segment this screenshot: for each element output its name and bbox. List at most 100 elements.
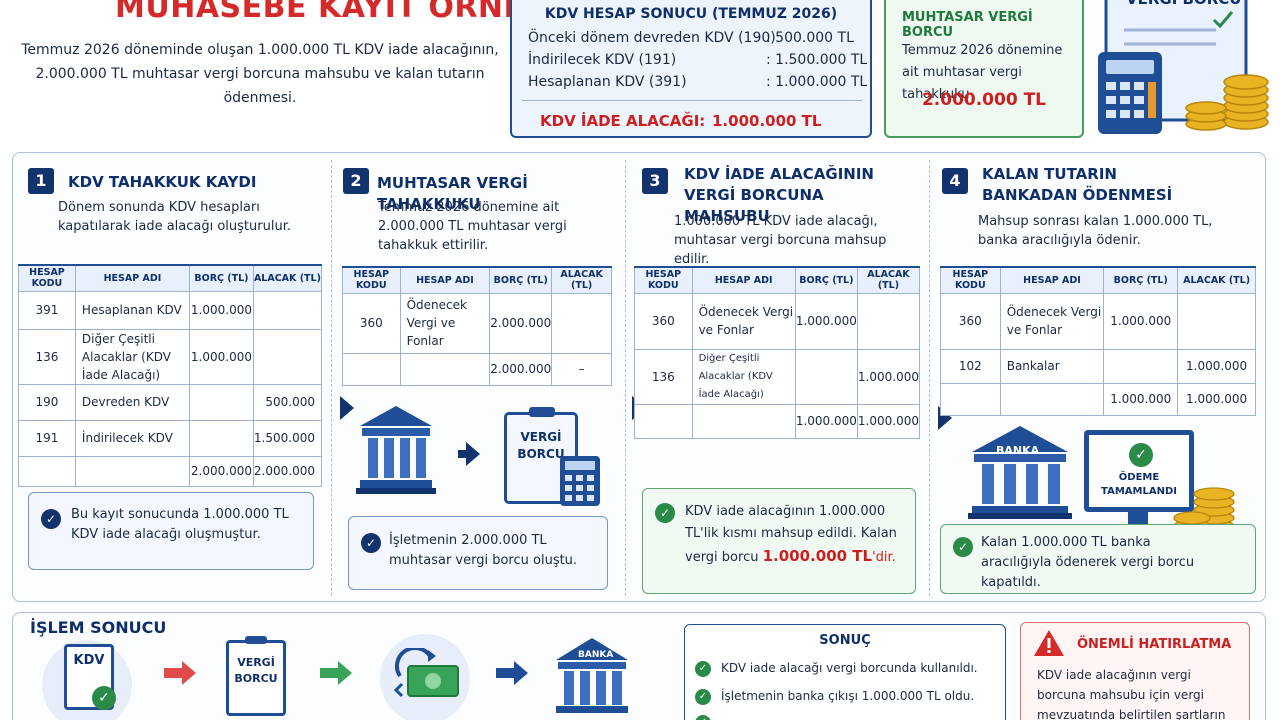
muhtasar-desc: Temmuz 2026 dönemine ait muhtasar vergi …	[902, 43, 1063, 102]
cell-code: 102	[940, 348, 1001, 384]
cell-debit: 2.000.000	[489, 292, 553, 354]
step-desc: Temmuz 2026 dönemine ait 2.000.000 TL mu…	[378, 200, 567, 253]
summary-title: SONUÇ	[819, 633, 871, 648]
table-total-row: 1.000.000 1.000.000	[634, 403, 921, 439]
check-icon: ✓	[695, 715, 711, 720]
cell-credit: 2.000.000	[252, 455, 323, 487]
page-title: MUHASEBE KAYIT ÖRNEĞİ	[115, 0, 562, 25]
step-number: 4	[942, 168, 968, 194]
cell-debit: 1.000.000	[794, 403, 858, 439]
cell-debit: 1.000.000	[1103, 292, 1179, 350]
col-header: HESAP KODU	[342, 266, 401, 294]
cell-name: Devreden KDV	[74, 383, 191, 421]
note-text: İşletmenin 2.000.000 TL muhtasar vergi b…	[389, 533, 578, 568]
kdv-refund-value: 1.000.000 TL	[712, 112, 822, 130]
kdv-row-value: : 1.000.000 TL	[766, 74, 868, 90]
intro-text: Temmuz 2026 döneminde oluşan 1.000.000 T…	[20, 38, 500, 110]
cell-credit: 1.000.000	[1177, 382, 1256, 416]
arrow-right-icon	[514, 661, 528, 685]
table-row: 191 İndirilecek KDV 1.500.000	[18, 419, 323, 457]
cell-code	[342, 352, 401, 386]
check-icon: ✓	[655, 503, 675, 523]
cell-name: Ödenecek Vergi ve Fonlar	[691, 292, 796, 350]
col-header: ALACAK (TL)	[551, 266, 612, 294]
col-header: ALACAK (TL)	[1177, 266, 1256, 294]
note-text: Bu kayıt sonucunda 1.000.000 TL KDV iade…	[71, 507, 289, 542]
note-suffix: 'dir.	[872, 550, 896, 565]
arrow-shaft	[164, 668, 184, 678]
cell-code	[18, 455, 76, 487]
divider	[625, 160, 626, 596]
kdv-refund-label: KDV İADE ALACAĞI:	[540, 112, 706, 130]
cell-credit	[856, 292, 921, 350]
cell-credit	[1177, 292, 1256, 350]
step-desc: Dönem sonunda KDV hesapları kapatılarak …	[58, 200, 291, 234]
cell-credit: 1.000.000	[856, 348, 921, 405]
cell-code: 190	[18, 383, 76, 421]
table-row: 391 Hesaplanan KDV 1.000.000	[18, 290, 323, 330]
muhtasar-title: MUHTASAR VERGİ BORCU	[902, 10, 1033, 40]
table-total-row: 2.000.000 2.000.000	[18, 455, 323, 487]
table-row: 136 Diğer Çeşitli Alacaklar (KDV İade Al…	[634, 348, 921, 405]
journal-table: HESAP KODU HESAP ADI BORÇ (TL) ALACAK (T…	[342, 266, 612, 386]
arrow-right-icon	[340, 396, 354, 420]
note-text: KDV iade alacağının 1.000.000 TL'lik kıs…	[685, 501, 911, 569]
col-header: HESAP ADI	[691, 266, 796, 294]
cell-code: 391	[18, 290, 76, 330]
table-row: 360 Ödenecek Vergi ve Fonlar 1.000.000	[634, 292, 921, 350]
bank-label: BANKA	[996, 444, 1040, 457]
arrow-right-icon	[182, 661, 196, 685]
col-header: HESAP KODU	[940, 266, 1001, 294]
check-icon: ✓	[92, 686, 116, 710]
cell-credit: 500.000	[252, 383, 323, 421]
kdv-result-title: KDV HESAP SONUCU (TEMMUZ 2026)	[544, 6, 838, 22]
money-exchange-icon	[393, 648, 459, 698]
note-text: Kalan 1.000.000 TL banka aracılığıyla öd…	[981, 535, 1195, 590]
col-header: BORÇ (TL)	[489, 266, 553, 294]
kdv-row: İndirilecek KDV (191) : 1.500.000 TL	[528, 52, 867, 68]
cell-credit: 1.000.000	[1177, 348, 1256, 384]
col-header: BORÇ (TL)	[189, 264, 254, 292]
arrow-shaft	[320, 668, 340, 678]
monitor-icon: ✓ ÖDEME TAMAMLANDI	[1084, 430, 1194, 512]
table-row: 360 Ödenecek Vergi ve Fonlar 2.000.000	[342, 292, 612, 354]
kdv-result-box: KDV HESAP SONUCU (TEMMUZ 2026) Önceki dö…	[510, 0, 872, 138]
journal-table: HESAP KODU HESAP ADI BORÇ (TL) ALACAK (T…	[634, 266, 921, 439]
tax-bill-illustration: VERGİ BORCU	[1096, 0, 1276, 140]
cell-credit	[252, 328, 323, 385]
cell-name: Bankalar	[999, 348, 1105, 384]
journal-table: HESAP KODU HESAP ADI BORÇ (TL) ALACAK (T…	[940, 266, 1256, 416]
cell-debit	[794, 348, 858, 405]
col-header: ALACAK (TL)	[252, 264, 323, 292]
cell-credit: –	[551, 352, 612, 386]
warning-box: ÖNEMLİ HATIRLATMA KDV iade alacağının ve…	[1020, 622, 1250, 720]
step-number: 3	[642, 168, 668, 194]
cell-debit: 2.000.000	[489, 352, 553, 386]
cell-code: 360	[342, 292, 401, 354]
check-icon: ✓	[953, 537, 973, 557]
cell-debit: 2.000.000	[189, 455, 254, 487]
tax-document-icon	[1098, 0, 1269, 134]
journal-table: HESAP KODU HESAP ADI BORÇ (TL) ALACAK (T…	[18, 264, 323, 487]
cell-credit: 1.000.000	[856, 403, 921, 439]
step-title: KDV İADE ALACAĞININ VERGİ BORCUNA MAHSUB…	[684, 165, 874, 225]
tax-bill-icon: VERGİ BORCU	[226, 636, 286, 716]
step-number: 2	[343, 168, 369, 194]
cell-code	[634, 403, 693, 439]
cell-debit: 1.000.000	[794, 292, 858, 350]
table-total-row: 1.000.000 1.000.000	[940, 382, 1256, 416]
step-note: ✓ Kalan 1.000.000 TL banka aracılığıyla …	[940, 524, 1256, 594]
cell-code: 136	[18, 328, 76, 385]
col-header: HESAP KODU	[634, 266, 693, 294]
muhtasar-box: MUHTASAR VERGİ BORCU Temmuz 2026 dönemin…	[884, 0, 1084, 138]
col-header: HESAP ADI	[399, 266, 491, 294]
summary-item-text: İşletmenin banka çıkışı 1.000.000 TL old…	[721, 689, 975, 703]
col-header: BORÇ (TL)	[1103, 266, 1179, 294]
bank-building-icon	[968, 426, 1072, 519]
monitor-stand	[1128, 512, 1148, 526]
cell-name	[74, 455, 191, 487]
step-title: KALAN TUTARIN BANKADAN ÖDENMESİ	[982, 165, 1173, 204]
check-icon: ✓	[695, 689, 711, 705]
muhtasar-amount: 2.000.000 TL	[921, 90, 1047, 110]
cell-name: Hesaplanan KDV	[74, 290, 191, 330]
